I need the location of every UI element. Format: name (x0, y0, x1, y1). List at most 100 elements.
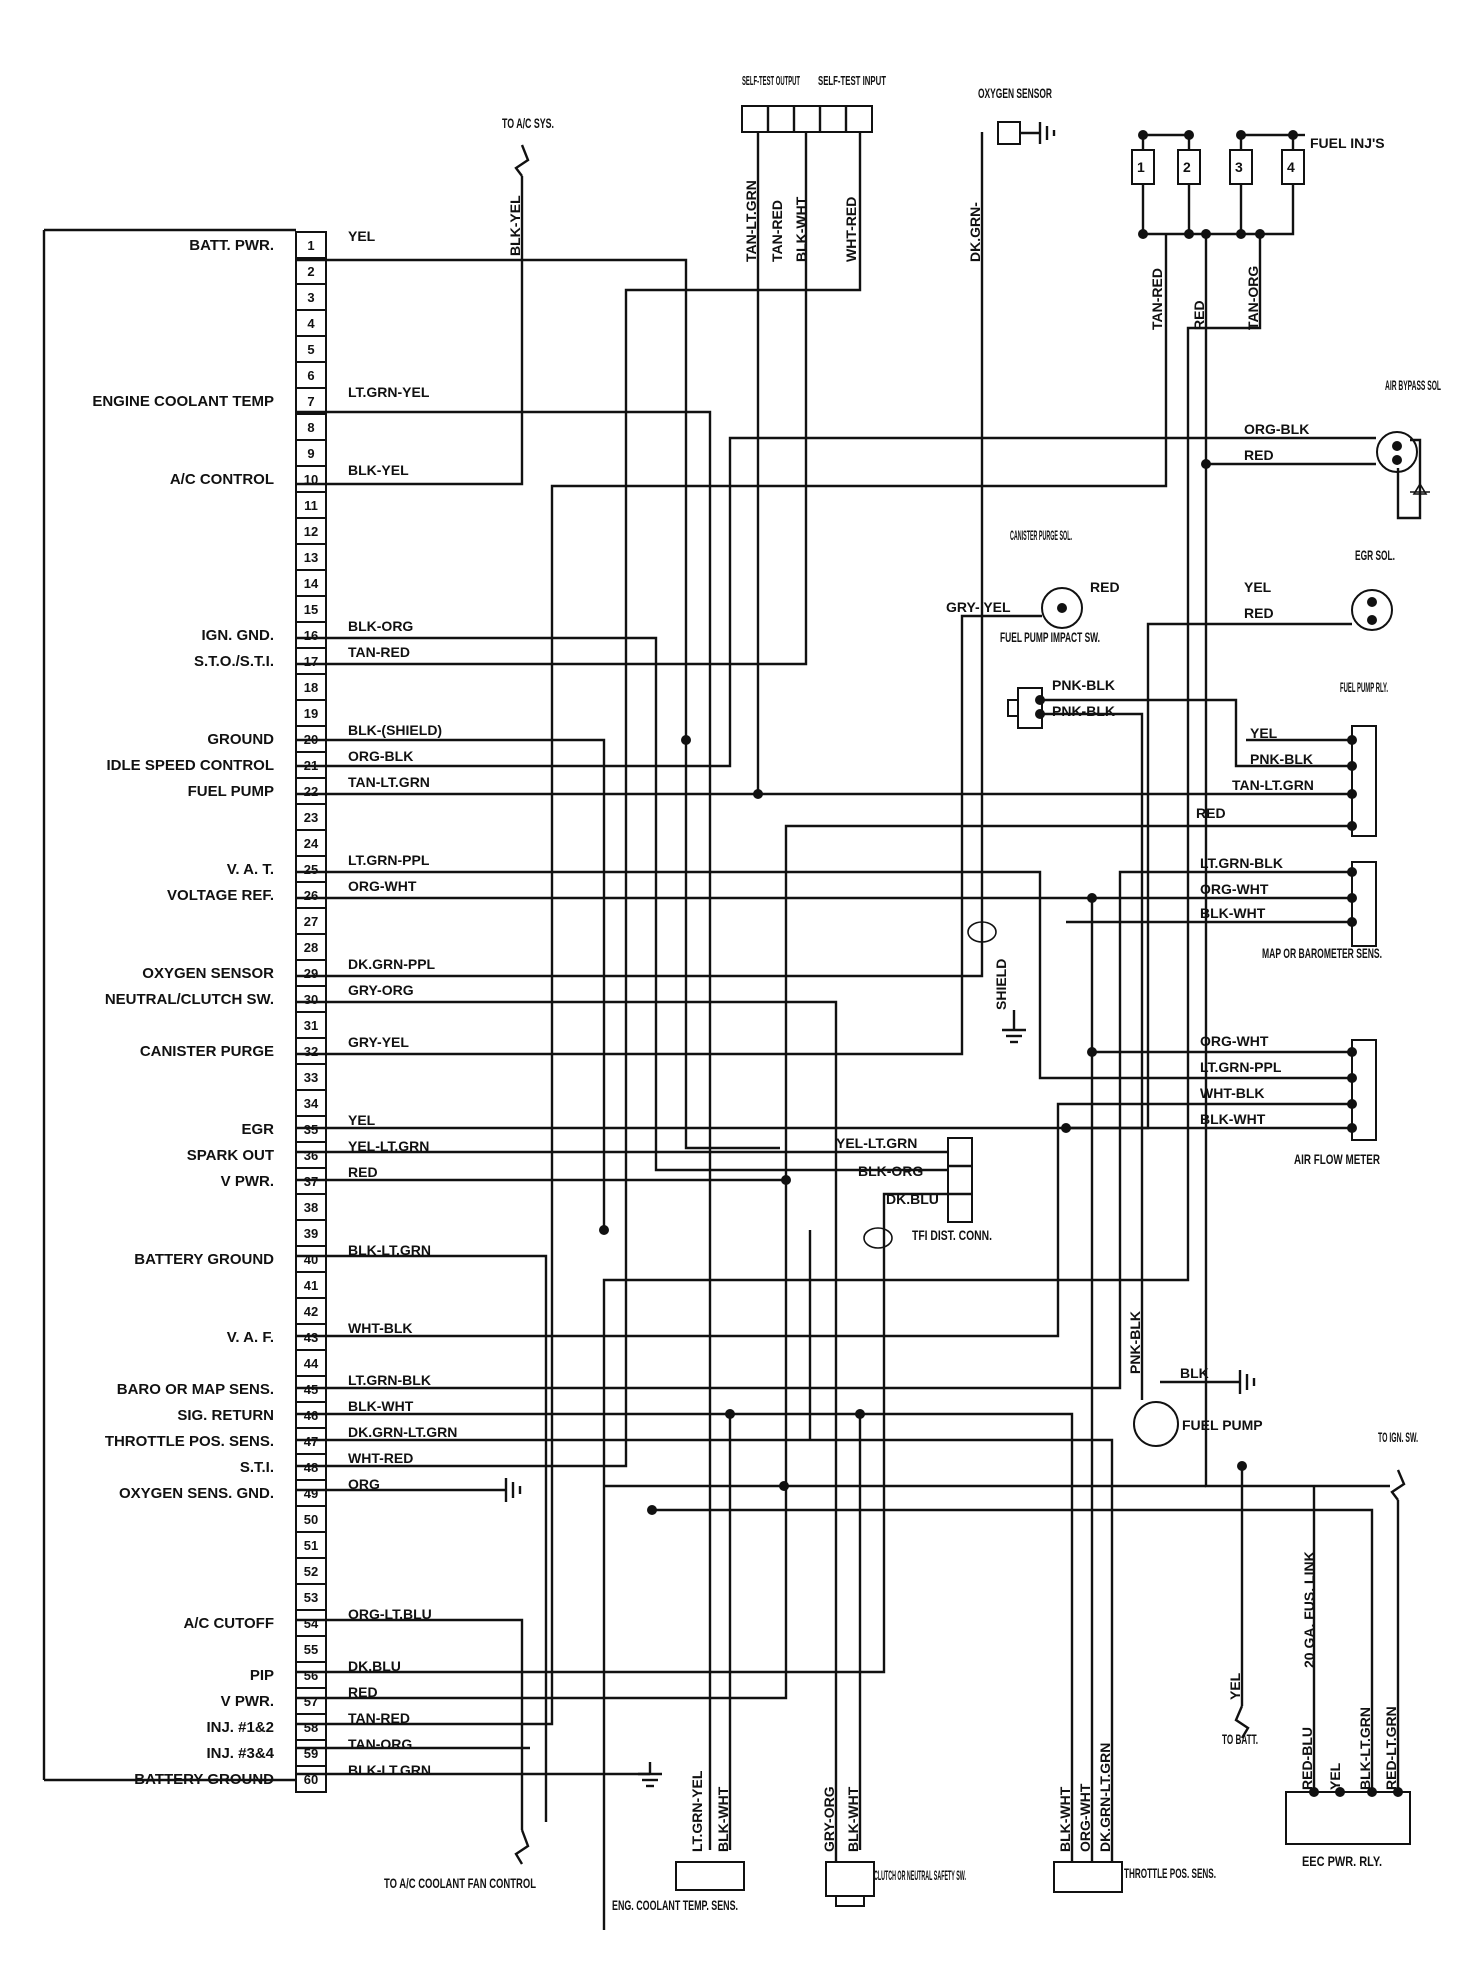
tfi-connector: TFI DIST. CONN. (863, 1137, 992, 1249)
pin-wire-color: ORG-WHT (348, 878, 417, 894)
pin-number: 37 (304, 1174, 318, 1189)
pin-function-label: BATTERY GROUND (134, 1771, 274, 1788)
pin-wire-color: BLK-LT.GRN (348, 1762, 431, 1778)
pin-number: 33 (304, 1070, 318, 1085)
pin-number: 1 (307, 238, 314, 253)
afm-wire-2: LT.GRN-PPL (1200, 1059, 1282, 1075)
splice-dots (599, 130, 1403, 1797)
pin-number: 51 (304, 1538, 318, 1553)
pin-box (295, 543, 327, 571)
ect-wire-2: BLK-WHT (715, 1786, 731, 1852)
pin-number: 40 (304, 1252, 318, 1267)
pin-number: 48 (304, 1460, 318, 1475)
tps-label: THROTTLE POS. SENS. (1124, 1865, 1216, 1881)
clutch-sw-label: CLUTCH OR NEUTRAL SAFETY SW. (874, 1867, 966, 1883)
pin-box (295, 257, 327, 285)
pin-box (295, 1765, 327, 1793)
pin-number: 39 (304, 1226, 318, 1241)
impact-wire-1: PNK-BLK (1052, 677, 1115, 693)
pin-number: 8 (307, 420, 314, 435)
pin-function-label: IGN. GND. (201, 627, 274, 644)
pin-number: 50 (304, 1512, 318, 1527)
self-test-connector: SELF-TEST OUTPUT SELF-TEST INPUT (741, 73, 886, 133)
top-wire-2: TAN-RED (769, 200, 785, 262)
tfi-wire-3: DK.BLU (886, 1191, 939, 1207)
pin-wire-color: BLK-WHT (348, 1398, 414, 1414)
pin-wire-color: TAN-RED (348, 1710, 410, 1726)
pin-box (295, 1089, 327, 1117)
pin-wire-color: ORG-LT.BLU (348, 1606, 432, 1622)
pin-number: 54 (304, 1616, 319, 1631)
self-test-output-label: SELF-TEST OUTPUT (742, 73, 800, 88)
air-bypass-sol: AIR BYPASS SOL (1376, 377, 1441, 520)
canister-wire-1: GRY- YEL (946, 599, 1011, 615)
eec-power-relay: EEC PWR. RLY. 20 GA. FUS. LINK TO BATT. (1222, 1551, 1411, 1869)
afm-wire-1: ORG-WHT (1200, 1033, 1269, 1049)
inj-wire-2: RED (1191, 300, 1207, 330)
pin-wire-labels: YELLT.GRN-YELBLK-YELBLK-ORGTAN-REDBLK-(S… (348, 228, 457, 1778)
to-ac-sys: TO A/C SYS. (502, 115, 554, 177)
fuel-injs-label: FUEL INJ'S (1310, 135, 1385, 151)
pin-number: 15 (304, 602, 318, 617)
pin-wire-color: RED (348, 1164, 378, 1180)
pin-function-label: IDLE SPEED CONTROL (106, 757, 274, 774)
pin-wire-color: BLK-LT.GRN (348, 1242, 431, 1258)
top-wire-5: DK.GRN- (967, 202, 983, 262)
shield-label: SHIELD (993, 959, 1009, 1010)
eng-coolant-temp-sensor: ENG. COOLANT TEMP. SENS. (612, 1861, 745, 1913)
pin-box (295, 1687, 327, 1715)
pin-wire-color: YEL-LT.GRN (348, 1138, 429, 1154)
pin-box (295, 1713, 327, 1741)
pin-box (295, 231, 327, 259)
throttle-pos-sensor: THROTTLE POS. SENS. (1053, 1861, 1216, 1893)
oxygen-sensor-label: OXYGEN SENSOR (978, 85, 1052, 101)
clutch-wire-1: GRY-ORG (821, 1786, 837, 1852)
pin-number: 49 (304, 1486, 318, 1501)
pin-wire-color: YEL (348, 1112, 376, 1128)
impact-wire-2: PNK-BLK (1052, 703, 1115, 719)
pin-number: 45 (304, 1382, 318, 1397)
pin-box (295, 1037, 327, 1065)
fuel-rly-wire-4: RED (1196, 805, 1226, 821)
pin-number: 11 (304, 498, 318, 513)
pin-number: 5 (307, 342, 314, 357)
egr-sol-label: EGR SOL. (1355, 547, 1395, 563)
impact-sw-label: FUEL PUMP IMPACT SW. (1000, 629, 1100, 645)
pin-number: 7 (307, 394, 314, 409)
pin-box (295, 1219, 327, 1247)
pin-number: 26 (304, 888, 318, 903)
pin-number: 24 (304, 836, 319, 851)
pin-function-label: A/C CUTOFF (183, 1615, 274, 1632)
pin-number: 18 (304, 680, 318, 695)
pin-number: 46 (304, 1408, 318, 1423)
fuel-rly-wire-2: PNK-BLK (1250, 751, 1313, 767)
pin-box (295, 465, 327, 493)
pin-box (295, 1141, 327, 1169)
ect-sens-label: ENG. COOLANT TEMP. SENS. (612, 1897, 738, 1913)
pin-wire-color: DK.GRN-PPL (348, 956, 436, 972)
self-test-input-label: SELF-TEST INPUT (818, 73, 886, 88)
pin-number: 17 (304, 654, 318, 669)
pin-number: 56 (304, 1668, 318, 1683)
pin-function-label: S.T.O./S.T.I. (194, 653, 274, 670)
pin-function-label: BATTERY GROUND (134, 1251, 274, 1268)
pin-box (295, 855, 327, 883)
tfi-label: TFI DIST. CONN. (912, 1227, 992, 1243)
map-wire-3: BLK-WHT (1200, 905, 1266, 921)
pin-wire-color: DK.BLU (348, 1658, 401, 1674)
pin-number: 32 (304, 1044, 318, 1059)
pin-wire-color: GRY-ORG (348, 982, 414, 998)
fuel-rly-wire-1: YEL (1250, 725, 1278, 741)
pin-function-label: BATT. PWR. (189, 237, 274, 254)
pin-number: 59 (304, 1746, 318, 1761)
pin-number: 29 (304, 966, 318, 981)
pin-number: 41 (304, 1278, 318, 1293)
fuel-pump-rly-label: FUEL PUMP RLY. (1340, 679, 1388, 695)
pin-function-label: FUEL PUMP (188, 783, 274, 800)
pin-number: 35 (304, 1122, 318, 1137)
tps-wire-3: DK.GRN-LT.GRN (1097, 1743, 1113, 1852)
pin-wire-color: WHT-BLK (348, 1320, 413, 1336)
pin-number: 47 (304, 1434, 318, 1449)
pin-box (295, 1739, 327, 1767)
